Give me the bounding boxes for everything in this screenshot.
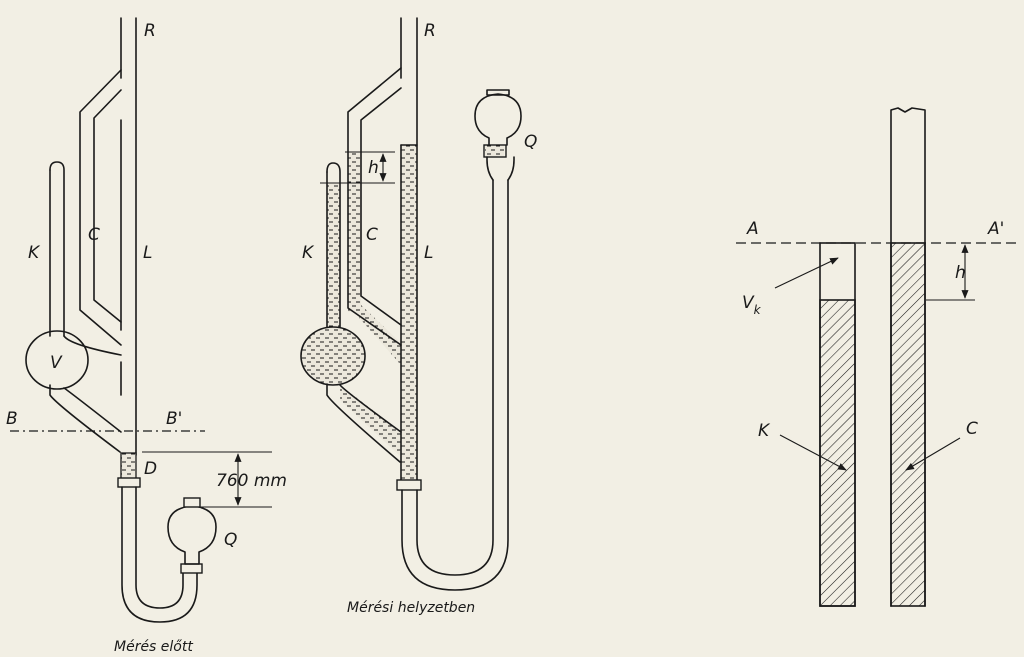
tube-c	[79, 69, 122, 346]
dimension-760mm	[142, 451, 272, 508]
mercury-k	[819, 299, 856, 607]
label-a-prime: A'	[987, 219, 1004, 239]
label-c-left: C	[88, 225, 100, 245]
bulb-v	[25, 330, 89, 390]
reservoir-q-middle	[474, 93, 522, 146]
label-a: A	[746, 219, 759, 239]
label-k-middle: K	[302, 243, 315, 263]
mercury-c	[890, 242, 926, 607]
label-760mm: 760 mm	[216, 471, 287, 491]
arrow-k	[779, 434, 847, 471]
joint-q-left	[180, 563, 203, 574]
arrow-c	[905, 437, 961, 471]
label-h-right: h	[955, 263, 966, 283]
u-tube-middle	[401, 179, 509, 591]
figure-detail: A A' h Vk K C	[736, 107, 1020, 607]
label-k-left: K	[28, 243, 41, 263]
joint-q-middle	[483, 144, 507, 158]
capillary-c	[890, 107, 926, 607]
tube-c-middle	[347, 67, 402, 346]
dimension-h-middle	[320, 151, 395, 184]
label-l-middle: L	[424, 243, 433, 263]
label-b: B	[6, 409, 18, 429]
bulb-v-middle	[300, 326, 366, 386]
label-c-middle: C	[366, 225, 378, 245]
tube-k	[49, 161, 65, 337]
label-r-left: R	[144, 21, 156, 41]
label-c-right: C	[966, 419, 978, 439]
dimension-h-right	[926, 244, 975, 301]
label-q-middle: Q	[524, 132, 537, 152]
label-k-right: K	[758, 421, 771, 441]
connector-tubes	[49, 335, 122, 453]
joint-left	[117, 477, 141, 488]
joint-middle	[396, 479, 422, 491]
tube-k-middle	[326, 162, 341, 331]
u-tube-left	[121, 486, 198, 623]
label-q-left: Q	[224, 530, 237, 550]
figure-measuring-position: R K C L h Q Mérési helyzetben	[300, 17, 537, 616]
mercury-fill-middle	[327, 145, 504, 480]
main-tube-l	[120, 17, 137, 456]
label-v: V	[50, 353, 63, 373]
label-l-left: L	[143, 243, 152, 263]
label-b-prime: B'	[166, 409, 182, 429]
reservoir-q	[167, 505, 217, 565]
label-h-middle: h	[368, 158, 379, 178]
figure-before-measurement: R K C L V B B' D 760 mm Q Mérés előtt	[6, 17, 287, 655]
label-v-k: Vk	[742, 293, 762, 317]
label-r-middle: R	[424, 21, 436, 41]
caption-before: Mérés előtt	[114, 639, 193, 655]
main-tube-l-middle	[400, 17, 418, 481]
mercury-d	[120, 452, 137, 482]
caption-measuring: Mérési helyzetben	[347, 600, 475, 616]
arrow-vk	[774, 257, 839, 289]
label-d: D	[144, 459, 157, 479]
